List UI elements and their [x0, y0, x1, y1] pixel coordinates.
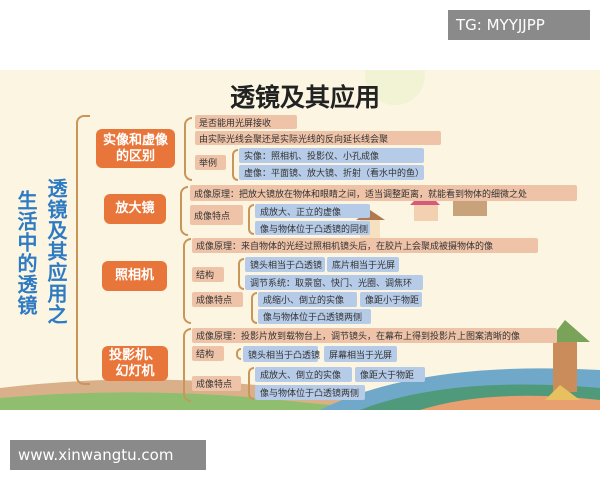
node: 成像原理：投影片放到载物台上，调节镜头，在幕布上得到投影片上图案清晰的像 — [192, 328, 557, 343]
brace — [238, 258, 244, 290]
brace — [248, 204, 254, 235]
leaf: 镜头相当于凸透镜 — [245, 257, 325, 272]
section-projector: 投影机、幻灯机 — [102, 346, 168, 381]
node: 成像特点 — [192, 292, 243, 307]
section-camera: 照相机 — [102, 261, 167, 291]
landscape-decoration — [0, 70, 600, 410]
node: 成像特点 — [190, 205, 243, 225]
leaf: 屏幕相当于光屏 — [324, 346, 397, 362]
leaf: 像与物体位于凸透镜两侧 — [258, 309, 371, 324]
brace — [248, 367, 254, 400]
leaf: 像距小于物距 — [360, 292, 422, 307]
leaf: 虚像：平面镜、放大镜、折射（看水中的鱼） — [239, 165, 424, 180]
leaf: 调节系统：取景窗、快门、光圈、调焦环 — [245, 275, 423, 290]
side-title-col1: 透镜及其应用之 — [44, 178, 68, 325]
node: 结构 — [192, 267, 224, 282]
page-title: 透镜及其应用 — [230, 83, 381, 112]
node: 由实际光线会聚还是实际光线的反向延长线会聚 — [195, 131, 441, 145]
brace — [183, 328, 191, 402]
main-brace — [76, 115, 90, 385]
leaf: 成放大、倒立的实像 — [255, 367, 352, 382]
leaf: 底片相当于光屏 — [327, 257, 399, 272]
brace — [184, 117, 192, 181]
leaf: 像与物体位于凸透镜的同侧 — [255, 221, 370, 235]
section-real-virtual-image: 实像和虚像的区别 — [96, 129, 175, 168]
node: 成像原理：来自物体的光经过照相机镜头后，在胶片上会聚成被摄物体的像 — [192, 238, 538, 253]
node: 是否能用光屏接收 — [195, 115, 297, 129]
leaf: 成缩小、倒立的实像 — [258, 292, 357, 307]
leaf: 像距大于物距 — [355, 367, 425, 382]
watermark-bottom: www.xinwangtu.com — [10, 440, 206, 470]
leaf: 成放大、正立的虚像 — [255, 204, 370, 218]
brace — [236, 348, 241, 360]
node: 成像原理：把放大镜放在物体和眼睛之间，适当调整距离，就能看到物体的细微之处 — [190, 185, 577, 201]
node: 结构 — [192, 346, 224, 361]
brace — [232, 149, 238, 181]
brace — [183, 238, 191, 324]
brace — [251, 292, 257, 324]
leaf: 像与物体位于凸透镜两侧 — [255, 385, 365, 400]
brace — [180, 186, 188, 236]
leaf: 镜头相当于凸透镜 — [243, 346, 320, 362]
section-magnifier: 放大镜 — [104, 194, 166, 224]
mind-map-panel: 透镜及其应用之 生活中的透镜 透镜及其应用 实像和虚像的区别 是否能用光屏接收 … — [0, 70, 600, 410]
watermark-top: TG: MYYJJPP — [448, 10, 590, 40]
node: 成像特点 — [192, 376, 241, 391]
side-title-col2: 生活中的透镜 — [14, 190, 38, 316]
leaf: 实像：照相机、投影仪、小孔成像 — [239, 148, 424, 163]
node-examples: 举例 — [195, 155, 226, 170]
